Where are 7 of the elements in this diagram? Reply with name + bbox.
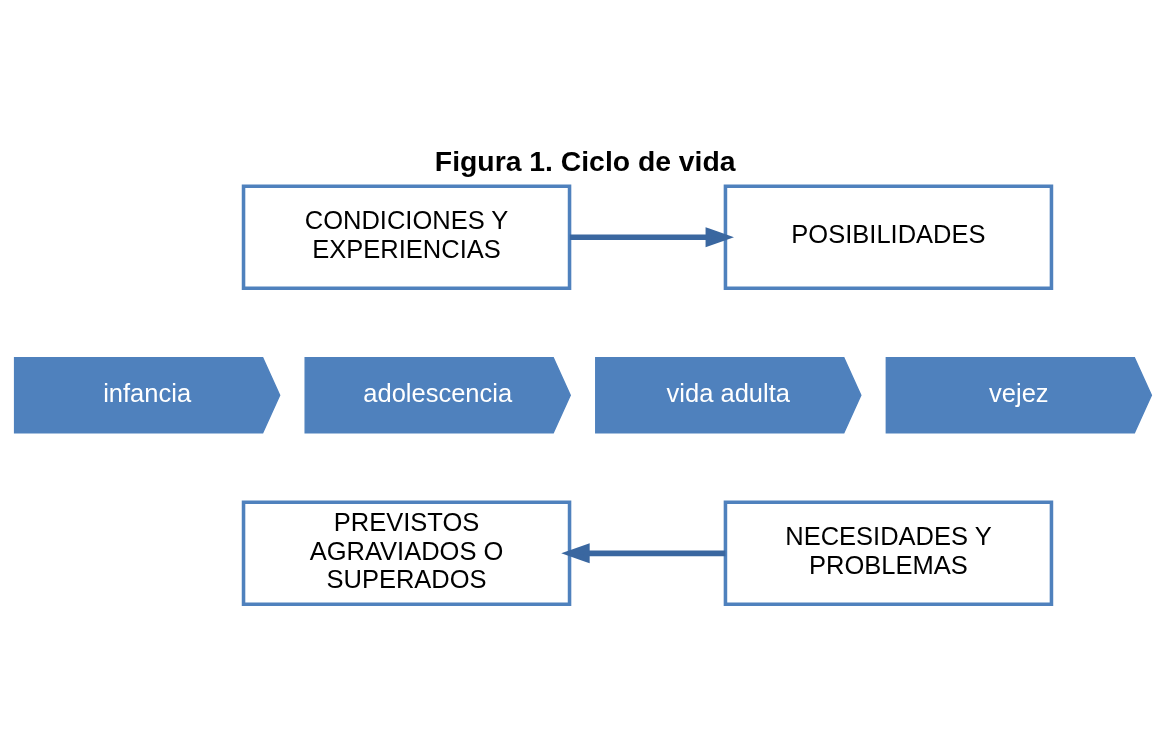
diagram-title: Figura 1. Ciclo de vida bbox=[434, 144, 736, 177]
node-box: NECESIDADES Y PROBLEMAS bbox=[723, 500, 1054, 606]
node-box: CONDICIONES Y EXPERIENCIAS bbox=[241, 183, 572, 290]
arrow bbox=[561, 542, 726, 563]
node-box: PREVISTOS AGRAVIADOS O SUPERADOS bbox=[241, 500, 572, 606]
node-box: POSIBILIDADES bbox=[723, 183, 1054, 290]
arrow bbox=[569, 226, 734, 247]
